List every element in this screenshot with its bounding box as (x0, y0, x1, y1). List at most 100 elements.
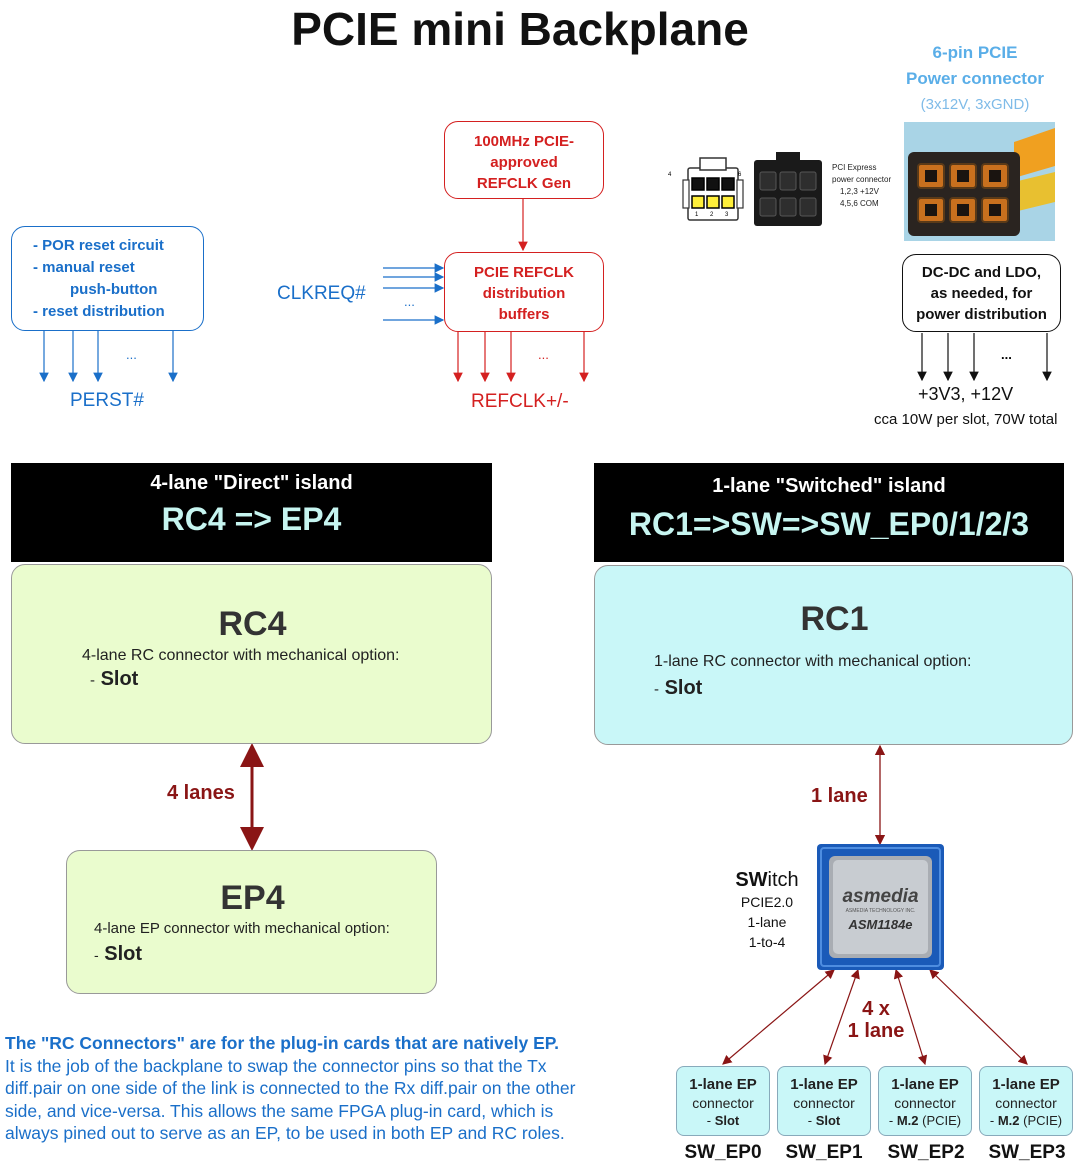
ep-option-dash: - (807, 1113, 816, 1128)
ep-option: - M.2 (PCIE) (879, 1112, 971, 1130)
rc1-desc: 1-lane RC connector with mechanical opti… (654, 653, 972, 670)
pin-label-3: 3 (725, 212, 729, 218)
ep-option: - Slot (677, 1112, 769, 1130)
sw-ep3-label: SW_EP3 (988, 1142, 1066, 1163)
ep-title: 1-lane EP (879, 1075, 971, 1094)
ep4-title: EP4 (220, 879, 285, 917)
ep-option: - Slot (778, 1112, 870, 1130)
switch-name-bold: SW (735, 869, 768, 891)
perst-ellipsis: ... (126, 347, 137, 362)
chip-brand: asmedia (842, 886, 919, 907)
refclk-buf-line: buffers (498, 306, 550, 323)
rc1-box: RC1 1-lane RC connector with mechanical … (594, 565, 1073, 745)
ep-line2: connector (692, 1095, 754, 1111)
one-lane-label: 1 lane (811, 785, 868, 807)
refclk-gen-line: REFCLK Gen (476, 175, 572, 192)
rc1-option-label: Slot (664, 677, 703, 699)
rc4-option-dash: - (90, 672, 95, 689)
refclk-out-label: REFCLK+/- (471, 391, 569, 412)
reset-line: - reset distribution (33, 303, 165, 320)
chip-part: ASM1184e (848, 917, 913, 932)
refclk-gen-line: 100MHz PCIE- (473, 133, 575, 150)
reset-line: - manual reset (33, 259, 135, 276)
clkreq-label: CLKREQ# (277, 283, 366, 304)
note-heading: The "RC Connectors" are for the plug-in … (5, 1033, 560, 1053)
ep-title-text: 1-lane EP (790, 1076, 858, 1093)
switch-description: SWitch PCIE2.0 1-lane 1-to-4 (724, 869, 810, 952)
rc4-option-label: Slot (100, 668, 139, 690)
ep-title: 1-lane EP (980, 1075, 1072, 1094)
power-heading-sub: (3x12V, 3xGND) (920, 96, 1030, 113)
direct-island-banner: 4-lane "Direct" island RC4 => EP4 (11, 463, 492, 562)
power-heading-line: 6-pin PCIE (932, 43, 1018, 62)
power-heading-line: Power connector (906, 69, 1044, 88)
ep-title: 1-lane EP (778, 1075, 870, 1094)
ep4-option-dash: - (94, 947, 99, 963)
pinout-line: PCI Express (832, 163, 877, 172)
ep-option-label: Slot (714, 1113, 740, 1128)
pin-label-4: 4 (668, 172, 672, 178)
ep4-option-label: Slot (104, 943, 143, 965)
rc1-option-dash: - (654, 681, 659, 698)
power-connector-heading: 6-pin PCIE Power connector (3x12V, 3xGND… (890, 40, 1060, 118)
perst-arrows (39, 330, 178, 383)
ep-option-label: M.2 (997, 1113, 1020, 1128)
ep4-desc: 4-lane EP connector with mechanical opti… (94, 920, 390, 937)
connector-photo-graphic (904, 122, 1055, 241)
ep-option-label: M.2 (896, 1113, 919, 1128)
direct-banner-line1: 4-lane "Direct" island (150, 472, 353, 494)
note-line: diff.pair on one side of the link is con… (5, 1078, 576, 1098)
ep-option-dash: - (888, 1113, 897, 1128)
chip-sub: ASMEDIA TECHNOLOGY INC. (845, 908, 916, 914)
ep-option-suffix: (PCIE) (1019, 1113, 1063, 1128)
page-title: PCIE mini Backplane (291, 3, 749, 55)
fanout-line: 4 x (862, 998, 890, 1020)
sw-ep1-label: SW_EP1 (785, 1142, 863, 1163)
clkreq-arrows (383, 263, 445, 325)
pin-label-1: 1 (695, 212, 699, 218)
pinout-graphic (682, 152, 822, 226)
switched-banner-line1: 1-lane "Switched" island (712, 475, 946, 497)
pinout-line: 1,2,3 +12V (840, 187, 879, 196)
pin-label-2: 2 (710, 212, 714, 218)
dcdc-box: DC-DC and LDO, as needed, for power dist… (902, 254, 1061, 332)
ep-option-label: Slot (815, 1113, 841, 1128)
rc4-title: RC4 (218, 605, 287, 643)
switched-banner-line2: RC1=>SW=>SW_EP0/1/2/3 (628, 506, 1030, 542)
power-pinout-diagram: 6 4 1 2 3 PCI Express power connector 1,… (668, 150, 906, 230)
ep-line2: connector (995, 1095, 1057, 1111)
note-line: It is the job of the backplane to swap t… (5, 1055, 547, 1076)
switch-name: SWitch (724, 869, 810, 892)
switch-line: 1-lane (747, 914, 787, 930)
sw-ep2-label: SW_EP2 (887, 1142, 965, 1163)
four-lanes-label: 4 lanes (167, 782, 235, 804)
rc1-option: - Slot (654, 677, 702, 700)
rc-connector-note: The "RC Connectors" are for the plug-in … (5, 1032, 667, 1145)
fanout-links (722, 968, 1028, 1066)
note-line: side, and vice-versa. This allows the sa… (5, 1100, 554, 1121)
dcdc-line: power distribution (916, 306, 1047, 323)
rc4-desc: 4-lane RC connector with mechanical opti… (82, 647, 400, 664)
refclk-out-ellipsis: ... (538, 347, 549, 362)
dcdc-line: DC-DC and LDO, (921, 264, 1042, 281)
power-ellipsis: ... (1001, 347, 1012, 362)
switch-name-rest: itch (767, 869, 799, 891)
rc4-option: - Slot (90, 668, 138, 691)
sw-ep2-box: 1-lane EP connector - M.2 (PCIE) (878, 1066, 972, 1136)
pinout-line: power connector (832, 175, 892, 184)
sw-ep3-box: 1-lane EP connector - M.2 (PCIE) (979, 1066, 1073, 1136)
ep-option: - M.2 (PCIE) (980, 1112, 1072, 1130)
sw-ep0-label: SW_EP0 (684, 1142, 762, 1163)
refclk-buffer-box: PCIE REFCLK distribution buffers (444, 252, 604, 332)
reset-box: - POR reset circuit - manual reset push-… (11, 226, 204, 331)
ep-option-dash: - (989, 1113, 998, 1128)
ep-option-dash: - (706, 1113, 715, 1128)
sw-ep1-box: 1-lane EP connector - Slot (777, 1066, 871, 1136)
fanout-line: 1 lane (847, 1020, 905, 1042)
ep-option-suffix: (PCIE) (918, 1113, 962, 1128)
ep4-option: - Slot (94, 943, 142, 966)
refclk-buf-line: PCIE REFCLK (473, 264, 574, 281)
ep-title: 1-lane EP (677, 1075, 769, 1094)
ep-title-text: 1-lane EP (992, 1076, 1060, 1093)
rc4-box: RC4 4-lane RC connector with mechanical … (11, 564, 492, 744)
